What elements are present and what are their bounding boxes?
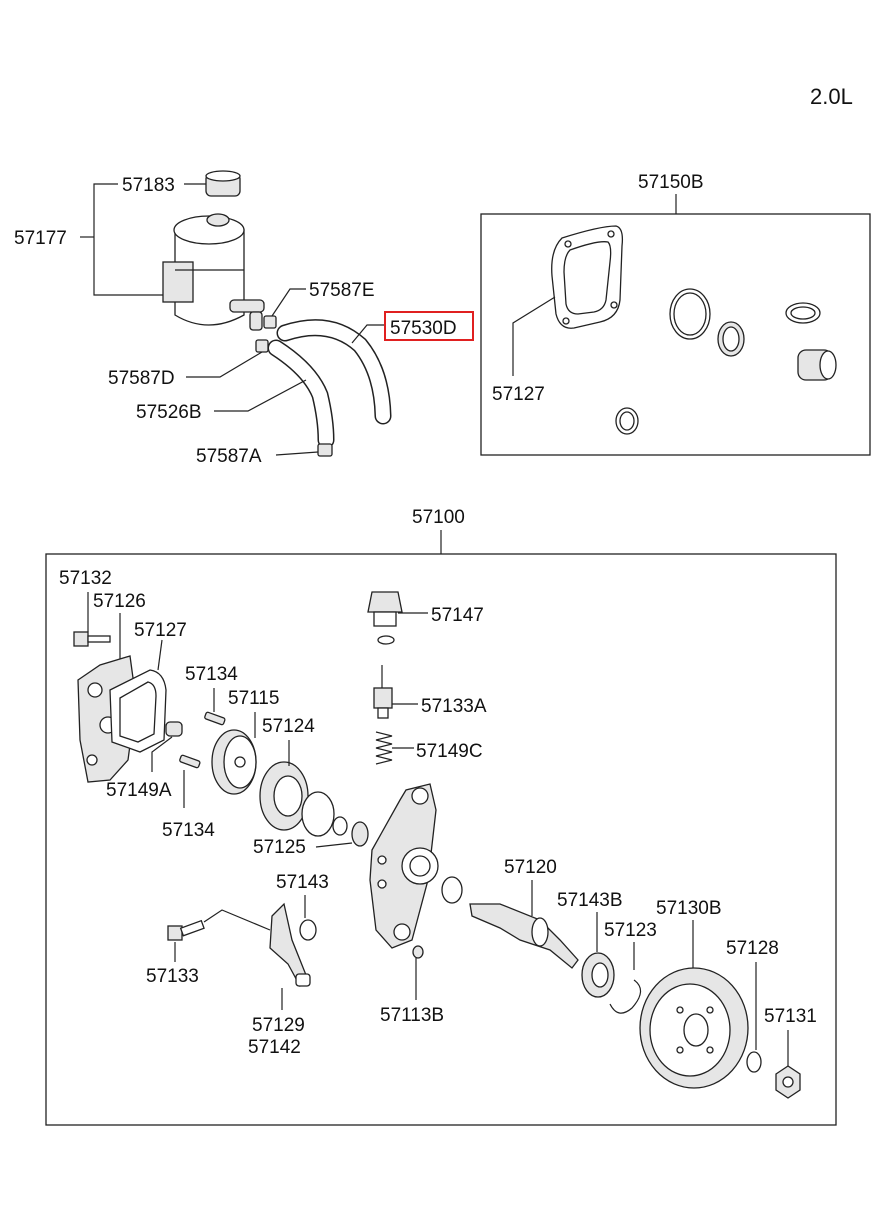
label-57128: 57128: [726, 938, 779, 959]
label-57129: 57129: [252, 1015, 305, 1036]
oil-seal[interactable]: [797, 349, 837, 381]
label-57150B: 57150B: [638, 172, 704, 193]
label-57127-kit: 57127: [492, 384, 545, 405]
clamp-57587A[interactable]: [317, 443, 333, 457]
label-57100: 57100: [412, 507, 465, 528]
bolt-57133[interactable]: [167, 919, 205, 941]
bracket-57129[interactable]: [269, 902, 311, 987]
rotor-57115[interactable]: [211, 729, 257, 795]
label-57587A: 57587A: [196, 446, 262, 467]
seal-57149A[interactable]: [165, 721, 183, 737]
label-57143: 57143: [276, 872, 329, 893]
shaft-57120[interactable]: [469, 903, 579, 969]
label-57142: 57142: [248, 1037, 301, 1058]
valve-57133A[interactable]: [373, 665, 393, 719]
cam-ring-57124[interactable]: [259, 761, 309, 831]
o-ring-medium[interactable]: [717, 321, 745, 357]
label-57123: 57123: [604, 920, 657, 941]
label-57127: 57127: [134, 620, 187, 641]
label-57587D: 57587D: [108, 368, 175, 389]
label-57131: 57131: [764, 1006, 817, 1027]
label-57124: 57124: [262, 716, 315, 737]
gasket-57127[interactable]: [109, 669, 167, 753]
label-57125: 57125: [253, 837, 306, 858]
shaft-seal[interactable]: [441, 876, 463, 904]
label-57134-lower: 57134: [162, 820, 215, 841]
engine-label: 2.0L: [810, 84, 853, 109]
label-57183: 57183: [122, 175, 175, 196]
label-57149C: 57149C: [416, 741, 483, 762]
clamp-57587D[interactable]: [255, 339, 269, 353]
clamp-57587E[interactable]: [263, 315, 277, 329]
label-57120: 57120: [504, 857, 557, 878]
bolt-57132[interactable]: [73, 631, 111, 647]
gasket-57127-kit[interactable]: [551, 225, 624, 329]
spring-57149C[interactable]: [375, 731, 393, 765]
label-57132: 57132: [59, 568, 112, 589]
pin-57134-lower[interactable]: [179, 754, 201, 769]
label-57126: 57126: [93, 591, 146, 612]
reservoir-cap[interactable]: [205, 170, 241, 197]
label-57526B: 57526B: [136, 402, 202, 423]
pump-body[interactable]: [369, 783, 439, 949]
o-ring-57143[interactable]: [299, 919, 317, 941]
snap-ring-57123[interactable]: [609, 979, 642, 1014]
label-57133A: 57133A: [421, 696, 487, 717]
seal-kit-box: [480, 213, 871, 456]
label-57530D[interactable]: 57530D: [390, 318, 457, 339]
label-57587E: 57587E: [309, 280, 375, 301]
label-57130B: 57130B: [656, 898, 722, 919]
label-57113B: 57113B: [380, 1005, 444, 1026]
o-ring-tiny[interactable]: [615, 407, 639, 435]
reservoir-group: 57183 57177 57587E 57530D 57587D 57526B …: [14, 170, 474, 467]
nut-57131[interactable]: [775, 1065, 801, 1099]
label-57143B: 57143B: [557, 890, 623, 911]
hose-57530D[interactable]: [276, 319, 392, 425]
o-ring-small[interactable]: [785, 302, 821, 324]
label-57147: 57147: [431, 605, 484, 626]
pump-assembly-group: 57100: [45, 507, 837, 1126]
label-57149A: 57149A: [106, 780, 172, 801]
label-57134-upper: 57134: [185, 664, 238, 685]
fitting-57147[interactable]: [367, 591, 403, 645]
o-ring-57125[interactable]: [301, 791, 369, 847]
plug-57113B[interactable]: [412, 945, 424, 959]
o-ring-large[interactable]: [669, 288, 711, 340]
washer-57128[interactable]: [746, 1051, 762, 1073]
label-57133: 57133: [146, 966, 199, 987]
bearing-57143B[interactable]: [581, 952, 615, 998]
highlight-box-57530D: [384, 311, 474, 341]
pin-57134-upper[interactable]: [204, 711, 226, 726]
label-57177: 57177: [14, 228, 67, 249]
reservoir-tank[interactable]: [162, 213, 265, 331]
hose-57526B[interactable]: [267, 339, 335, 449]
seal-kit-group: 57150B 57127: [480, 172, 871, 456]
label-57115: 57115: [228, 688, 279, 709]
pulley-57130B[interactable]: [639, 967, 749, 1089]
